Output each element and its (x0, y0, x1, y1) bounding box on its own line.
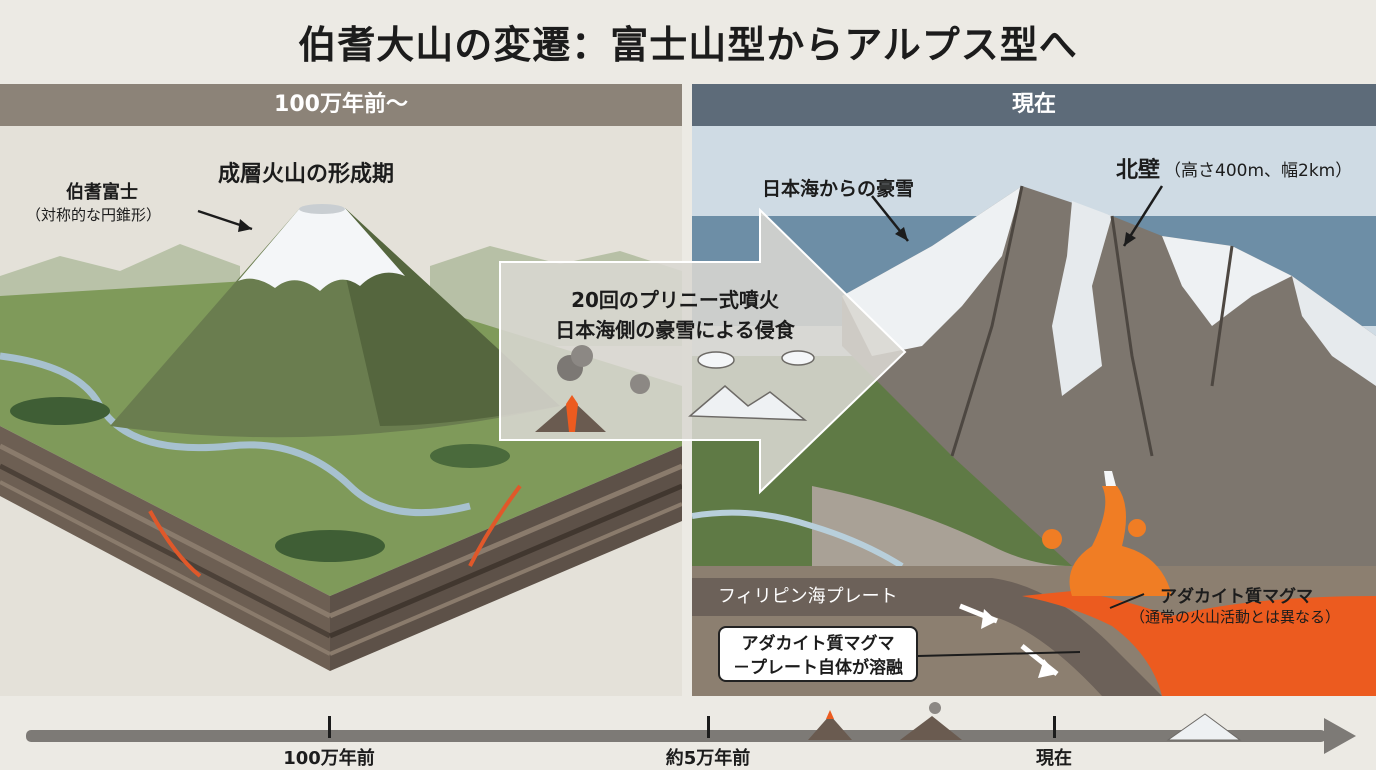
adakite-callout: アダカイト質マグマ －プレート自体が溶融 (718, 626, 918, 682)
timeline-arrowhead (1324, 718, 1356, 754)
timeline-bar (26, 730, 1326, 742)
tick-label-now: 現在 (1036, 748, 1072, 769)
magma-plume (1069, 486, 1172, 596)
heavy-snow-label: 日本海からの豪雪 (762, 178, 915, 200)
hoki-fuji-desc: （対称的な円錐形） (26, 206, 162, 224)
north-wall-size: （高さ400m、幅2km） (1164, 161, 1353, 181)
erosion-text: 日本海側の豪雪による侵食 (555, 318, 795, 342)
left-panel-header: 100万年前〜 (0, 84, 682, 126)
tick-1m (328, 716, 331, 738)
tick-label-50k: 約5万年前 (665, 748, 751, 769)
right-panel-header: 現在 (692, 84, 1376, 126)
formation-heading: 成層火山の形成期 (218, 162, 395, 187)
plate-label: フィリピン海プレート (718, 586, 898, 607)
callout-title: アダカイト質マグマ (741, 634, 895, 654)
right-scene: 日本海からの豪雪 北壁 （高さ400m、幅2km） フィリピン海プレート アダカ… (692, 126, 1376, 696)
callout-detail: －プレート自体が溶融 (733, 658, 903, 678)
tick-label-1m: 100万年前 (283, 748, 375, 769)
adakite-label: アダカイト質マグマ (1160, 587, 1313, 607)
subducting-plate (692, 578, 1162, 696)
adakite-note: （通常の火山活動とは異なる） (1130, 608, 1341, 626)
eruption-text: 20回のプリニー式噴火 (571, 288, 779, 312)
tick-50k (707, 716, 710, 738)
tick-now (1053, 716, 1056, 738)
north-wall-snow (1052, 201, 1112, 396)
snow-cap (238, 208, 405, 291)
page-title: 伯耆大山の変遷：富士山型からアルプス型へ (298, 23, 1078, 67)
hoki-fuji-label: 伯耆富士 (66, 182, 138, 203)
left-scene: 成層火山の形成期 伯耆富士 （対称的な円錐形） (0, 126, 682, 696)
north-wall-label: 北壁 (1116, 158, 1161, 183)
